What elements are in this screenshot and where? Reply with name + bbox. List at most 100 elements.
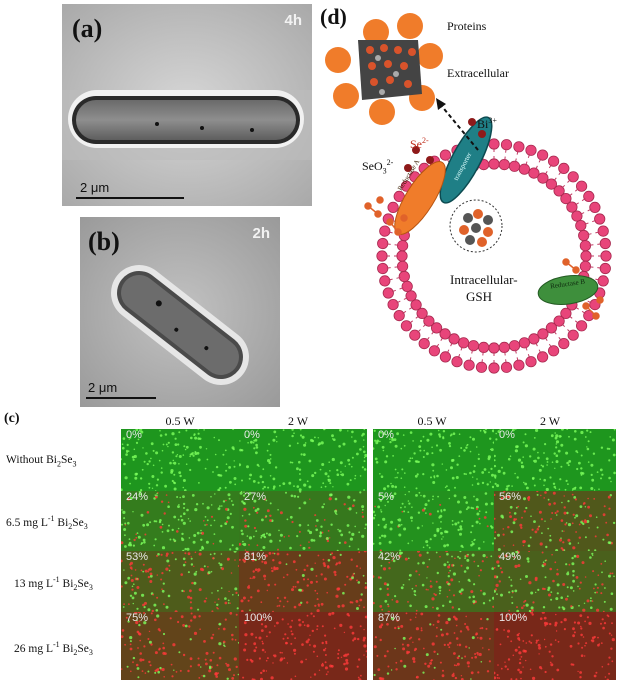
death-rate-label: 42%: [378, 551, 401, 563]
stained-bacterium: [415, 627, 419, 631]
stained-bacterium: [458, 455, 461, 457]
stained-bacterium: [148, 630, 151, 633]
lipid-head-outer: [439, 351, 452, 363]
stained-bacterium: [255, 451, 258, 455]
stained-bacterium: [193, 615, 197, 619]
stained-bacterium: [324, 666, 328, 670]
stained-bacterium: [155, 490, 157, 491]
stained-bacterium: [550, 434, 554, 438]
lipid-tail: [409, 306, 413, 310]
lipid-head-inner: [528, 333, 540, 345]
stained-bacterium: [491, 542, 494, 545]
stained-bacterium: [241, 532, 244, 536]
stained-bacterium: [363, 628, 365, 631]
stained-bacterium: [606, 447, 609, 450]
stained-bacterium: [123, 462, 126, 466]
stained-bacterium: [224, 449, 227, 452]
stained-bacterium: [498, 580, 501, 583]
stained-bacterium: [125, 453, 128, 456]
stained-bacterium: [428, 512, 432, 516]
stained-bacterium: [479, 522, 481, 525]
stained-bacterium: [235, 613, 238, 616]
stained-bacterium: [248, 584, 250, 587]
stained-bacterium: [603, 600, 606, 603]
stained-bacterium: [396, 613, 398, 615]
lipid-tail: [587, 208, 592, 212]
stained-bacterium: [133, 591, 137, 595]
lipid-tail: [471, 349, 474, 354]
stained-bacterium: [551, 655, 554, 658]
stained-bacterium: [260, 677, 263, 680]
stained-bacterium: [467, 506, 470, 509]
stained-bacterium: [440, 521, 442, 523]
lipid-head-outer: [599, 262, 611, 275]
stained-bacterium: [303, 501, 307, 505]
lipid-head-inner: [401, 280, 413, 292]
stained-bacterium: [130, 579, 134, 582]
stained-bacterium: [128, 603, 130, 606]
stained-bacterium: [189, 638, 192, 641]
stained-bacterium: [181, 532, 184, 536]
stained-bacterium: [343, 631, 346, 634]
stained-bacterium: [478, 574, 480, 577]
stained-bacterium: [184, 561, 187, 564]
stained-bacterium: [243, 491, 245, 493]
stained-bacterium: [139, 612, 141, 614]
intracellular-nanoparticle: [449, 199, 503, 253]
stained-bacterium: [452, 432, 456, 435]
stained-bacterium: [544, 670, 547, 674]
stained-bacterium: [148, 660, 151, 664]
lipid-head-outer: [513, 359, 525, 371]
stained-bacterium: [281, 652, 283, 654]
stained-bacterium: [316, 655, 319, 658]
stained-bacterium: [340, 656, 343, 658]
stained-bacterium: [192, 540, 196, 544]
stained-bacterium: [478, 510, 481, 512]
lipid-head-inner: [396, 250, 408, 262]
stained-bacterium: [499, 567, 502, 570]
stained-bacterium: [267, 486, 270, 489]
stained-bacterium: [550, 591, 553, 593]
stained-bacterium: [307, 578, 309, 581]
nanoparticle-crystal-inner: [459, 209, 493, 247]
stained-bacterium: [142, 603, 145, 607]
stained-bacterium: [289, 515, 293, 519]
stained-bacterium: [397, 519, 399, 521]
stained-bacterium: [266, 509, 270, 513]
stained-bacterium: [216, 664, 219, 667]
lipid-head-outer: [377, 262, 389, 275]
stained-bacterium: [404, 557, 408, 561]
stained-bacterium: [213, 436, 216, 439]
stained-bacterium: [313, 673, 317, 676]
stained-bacterium: [555, 613, 557, 616]
stained-bacterium: [339, 553, 342, 556]
stained-bacterium: [255, 446, 259, 449]
stained-bacterium: [309, 498, 311, 500]
stained-bacterium: [496, 484, 500, 488]
stained-bacterium: [426, 577, 428, 579]
stained-bacterium: [387, 605, 390, 608]
stained-bacterium: [517, 668, 520, 672]
stained-bacterium: [609, 572, 612, 575]
stained-bacterium: [131, 596, 135, 600]
stained-bacterium: [530, 634, 533, 637]
stained-bacterium: [335, 594, 339, 598]
stained-bacterium: [291, 434, 294, 438]
stained-bacterium: [383, 654, 387, 658]
stained-bacterium: [503, 629, 505, 631]
stained-bacterium: [341, 473, 345, 477]
stained-bacterium: [500, 571, 504, 574]
stained-bacterium: [554, 432, 556, 434]
stained-bacterium: [415, 616, 417, 618]
stained-bacterium: [574, 486, 577, 489]
stained-bacterium: [545, 545, 548, 549]
stained-bacterium: [351, 576, 354, 580]
stained-bacterium: [529, 455, 532, 458]
stained-bacterium: [541, 551, 544, 554]
stained-bacterium: [511, 596, 513, 598]
stained-bacterium: [488, 637, 491, 640]
lipid-tail: [431, 330, 435, 335]
scale-label-a: 2 μm: [80, 180, 110, 195]
stained-bacterium: [411, 587, 414, 590]
stained-bacterium: [125, 616, 128, 619]
